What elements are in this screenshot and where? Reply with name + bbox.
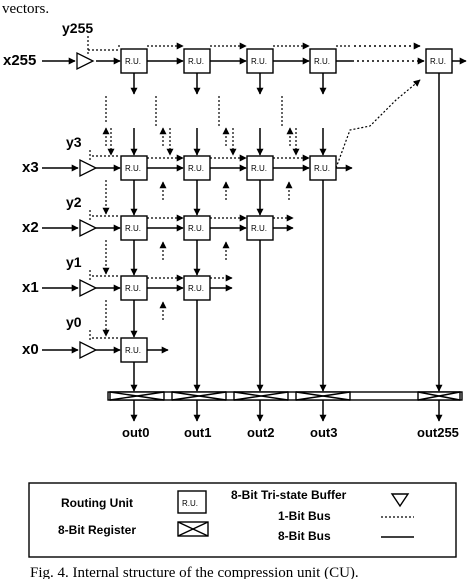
- routing-units: [120, 48, 453, 363]
- register-cell-255: [417, 391, 461, 401]
- buffer-row-0: [79, 340, 98, 360]
- register-cell-0: [109, 391, 165, 401]
- horizontal-8bit-bus: [96, 57, 467, 354]
- row-label-y0: y0: [66, 314, 82, 330]
- row-label-y2: y2: [66, 194, 82, 210]
- ru-label: R.U.: [125, 224, 141, 233]
- ru-label: R.U.: [188, 164, 204, 173]
- row-label-y3: y3: [66, 134, 82, 150]
- ru-label: R.U.: [125, 164, 141, 173]
- row-label-x3: x3: [22, 159, 39, 176]
- register-bar: [107, 391, 463, 401]
- ru-r1-c1: [183, 275, 211, 301]
- ru-label: R.U.: [251, 164, 267, 173]
- ru-label: R.U.: [251, 57, 267, 66]
- legend-ru-symbol-label: R.U.: [182, 499, 198, 508]
- tristate-buffers: [76, 51, 98, 360]
- legend-register-symbol: [177, 521, 209, 537]
- legend-routing-unit-label: Routing Unit: [61, 496, 133, 510]
- buffer-row-255: [76, 51, 95, 71]
- output-label-out1: out1: [184, 425, 211, 440]
- output-label-out2: out2: [247, 425, 274, 440]
- row-label-x2: x2: [22, 219, 39, 236]
- row-label-x255: x255: [3, 52, 36, 69]
- input-arrows: [42, 57, 79, 354]
- ru-label: R.U.: [125, 57, 141, 66]
- ru-label: R.U.: [125, 346, 141, 355]
- output-arrows: [130, 400, 443, 422]
- register-cell-1: [171, 391, 227, 401]
- row-label-y1: y1: [66, 254, 82, 270]
- row-label-x0: x0: [22, 341, 39, 358]
- ru-r255-c0: [120, 48, 148, 74]
- output-label-out0: out0: [122, 425, 149, 440]
- ru-label: R.U.: [188, 57, 204, 66]
- ru-label: R.U.: [188, 284, 204, 293]
- row-label-y255: y255: [62, 20, 93, 36]
- legend-buffer-symbol: [390, 493, 410, 508]
- legend-box: [28, 482, 457, 558]
- buffer-row-1: [79, 278, 98, 298]
- legend-8bit-label: 8-Bit Bus: [278, 529, 331, 543]
- ru-label: R.U.: [314, 57, 330, 66]
- ru-r255-c3: [309, 48, 337, 74]
- header-fragment: vectors.: [2, 1, 49, 17]
- vertical-8bit-bus: [130, 73, 443, 392]
- ru-r2-c2: [246, 215, 274, 241]
- buffer-row-3: [79, 158, 98, 178]
- legend-1bit-label: 1-Bit Bus: [278, 509, 331, 523]
- register-cell-2: [233, 391, 289, 401]
- top-row-continuation: [352, 42, 425, 65]
- legend: Routing Unit R.U. 8-Bit Register 8-Bit T…: [28, 482, 457, 558]
- ru-label: R.U.: [251, 224, 267, 233]
- output-label-out255: out255: [417, 425, 459, 440]
- ru-label: R.U.: [125, 284, 141, 293]
- legend-register-label: 8-Bit Register: [58, 523, 136, 537]
- ru-r2-c1: [183, 215, 211, 241]
- register-cell-3: [295, 391, 351, 401]
- buffer-row-2: [79, 218, 98, 238]
- ru-label: R.U.: [430, 57, 446, 66]
- routing-unit-labels: R.U. R.U. R.U. R.U. R.U. R.U. R.U. R.U. …: [125, 57, 446, 355]
- onebit-dotted-lines: [102, 42, 421, 337]
- output-label-out3: out3: [310, 425, 337, 440]
- figure-caption: Fig. 4. Internal structure of the compre…: [30, 565, 359, 579]
- control-lines: [87, 36, 120, 342]
- row-label-x1: x1: [22, 279, 39, 296]
- ru-label: R.U.: [188, 224, 204, 233]
- legend-routing-unit-symbol: [177, 490, 207, 514]
- legend-buffer-label: 8-Bit Tri-state Buffer: [231, 488, 347, 502]
- ru-r255-c2: [246, 48, 274, 74]
- ru-label: R.U.: [314, 164, 330, 173]
